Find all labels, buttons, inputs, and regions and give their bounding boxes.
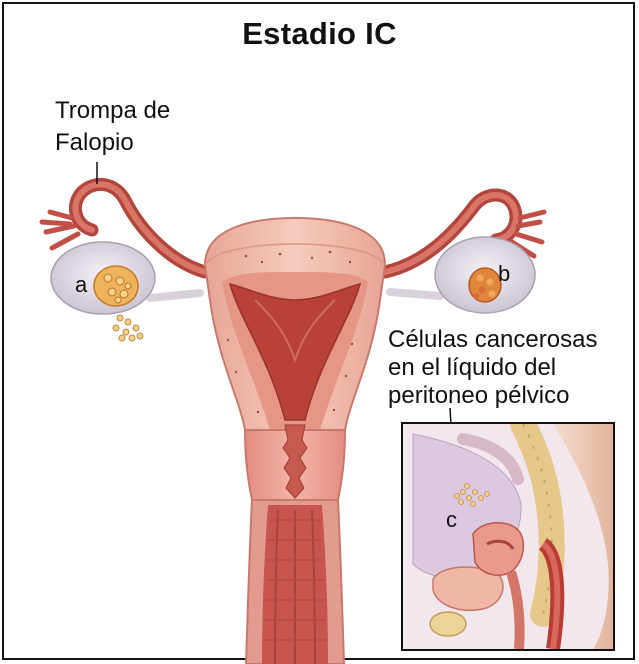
right-ovary-tumor: [468, 267, 502, 303]
cancer-cells-label-line3: peritoneo pélvico: [388, 382, 570, 409]
left-fallopian-tube: [39, 178, 212, 279]
right-fallopian-tube: [378, 188, 547, 279]
fallopian-tube-label-line1: Trompa de: [55, 97, 171, 124]
left-ovary-tumor: [93, 265, 139, 307]
uterus: [203, 216, 387, 431]
cancer-cells-label-line1: Células cancerosas: [388, 326, 598, 353]
vagina: [244, 499, 346, 664]
pelvis-sagittal-illustration: [403, 424, 613, 649]
inset-cancer-cells: [454, 483, 490, 507]
fallopian-tube-label-line2: Falopio: [55, 129, 134, 156]
marker-a: a: [75, 272, 88, 297]
cancer-cells-label-line2: en el líquido del: [388, 354, 557, 381]
figure-title: Estadio IC: [242, 16, 397, 51]
marker-c: c: [446, 507, 457, 532]
pelvis-inset: [401, 422, 615, 651]
left-free-cancer-cells: [112, 314, 144, 342]
cervix: [243, 424, 347, 501]
left-ovarian-ligament: [146, 289, 204, 302]
right-ovarian-ligament: [386, 288, 444, 300]
marker-b: b: [498, 261, 511, 286]
